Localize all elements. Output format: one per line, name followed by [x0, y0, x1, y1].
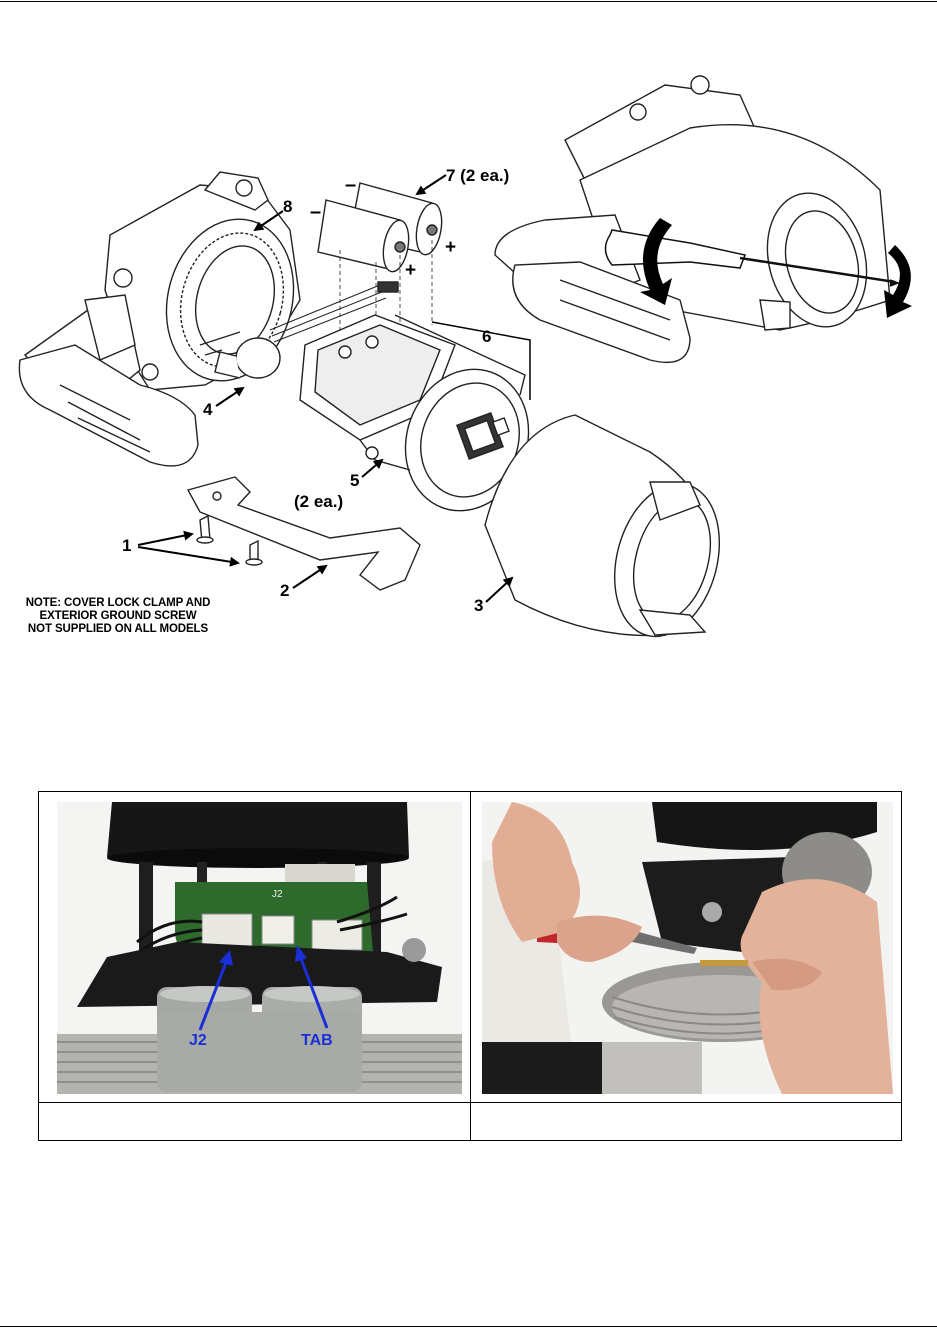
note-line: NOTE: COVER LOCK CLAMP AND — [8, 597, 228, 610]
callout-1: 1 — [122, 536, 131, 555]
table-divider-vertical — [470, 792, 471, 1140]
battery-drawing — [318, 183, 445, 340]
photo-table: J2 J2 TAB — [38, 791, 902, 1141]
note-text: NOTE: COVER LOCK CLAMP AND EXTERIOR GROU… — [8, 597, 228, 636]
battery-plus-left: + — [405, 260, 416, 281]
note-line: EXTERIOR GROUND SCREW — [8, 610, 228, 623]
caption-right — [475, 1103, 899, 1140]
board-label-j2: J2 — [272, 889, 283, 900]
battery-minus-bottom: – — [310, 201, 321, 223]
note-line: NOT SUPPLIED ON ALL MODELS — [8, 623, 228, 636]
caption-left — [43, 1103, 467, 1140]
callout-4: 4 — [203, 400, 213, 419]
callout-3: 3 — [474, 596, 483, 615]
pliers-photo — [482, 802, 893, 1094]
callout-5-quantity: (2 ea.) — [294, 492, 343, 511]
footer-rule — [0, 1326, 937, 1327]
callout-6: 6 — [482, 327, 491, 346]
callout-5: 5 — [350, 471, 359, 490]
header-rule — [0, 1, 937, 2]
battery-plus-right: + — [445, 237, 456, 258]
callout-8: 8 — [283, 197, 292, 216]
assembled-view-drawing — [495, 76, 890, 362]
cover-drawing — [485, 415, 735, 648]
label-tab: TAB — [301, 1032, 333, 1049]
exploded-view-figure: 8 7 (2 ea.) – – + + 6 4 5 (2 ea.) 1 2 3 — [0, 40, 937, 670]
label-j2: J2 — [189, 1032, 207, 1049]
callout-7: 7 (2 ea.) — [446, 166, 509, 185]
sensor-housing-drawing — [19, 172, 311, 466]
battery-minus-top: – — [345, 174, 356, 196]
connector-photo: J2 J2 TAB — [57, 802, 462, 1094]
callout-2: 2 — [280, 581, 289, 600]
